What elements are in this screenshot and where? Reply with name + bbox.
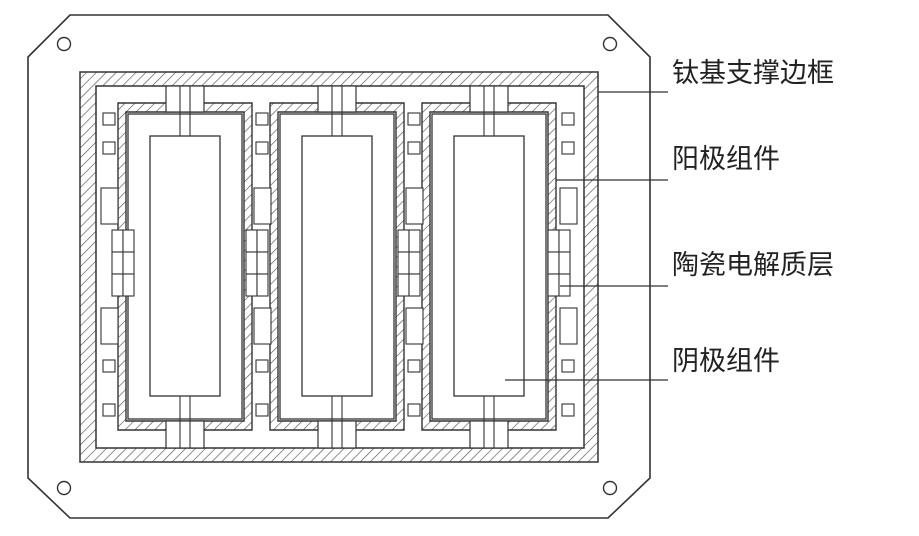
spacer-small-1-2 bbox=[103, 142, 115, 154]
insulator-block-2-3-2 bbox=[257, 274, 268, 296]
spacer-small-3-1 bbox=[408, 113, 420, 125]
spacer-small-2-1 bbox=[256, 113, 268, 125]
spacer-small-2-4 bbox=[256, 404, 268, 416]
spacer-small-2-2 bbox=[256, 142, 268, 154]
spacer-small-3-3 bbox=[408, 360, 420, 372]
spacer-small-4-4 bbox=[562, 404, 574, 416]
bottom-connector-1 bbox=[166, 421, 204, 448]
spacer-upper-4 bbox=[560, 188, 577, 224]
spacer-small-1-3 bbox=[103, 360, 115, 372]
cell-units bbox=[101, 86, 577, 448]
spacer-upper-1 bbox=[101, 188, 118, 224]
cathode-assembly-3 bbox=[454, 136, 524, 396]
bottom-connector-3 bbox=[470, 421, 508, 448]
insulator-block-4-2-2 bbox=[559, 252, 570, 274]
insulator-block-1-2-2 bbox=[123, 252, 134, 274]
bottom-connector-2 bbox=[318, 421, 356, 448]
insulator-block-3-2-2 bbox=[409, 252, 420, 274]
insulator-block-4-2-1 bbox=[548, 252, 559, 274]
mounting-hole-top-left bbox=[58, 38, 71, 51]
top-connector-1 bbox=[166, 86, 204, 112]
insulator-block-2-3-1 bbox=[246, 274, 257, 296]
cathode-assembly-1 bbox=[150, 136, 220, 396]
insulator-block-3-3-1 bbox=[398, 274, 409, 296]
mounting-hole-bottom-left bbox=[58, 482, 71, 495]
spacer-lower-4 bbox=[560, 308, 577, 344]
spacer-lower-1 bbox=[101, 308, 118, 344]
top-connector-3 bbox=[470, 86, 508, 112]
mounting-hole-top-right bbox=[604, 38, 617, 51]
spacer-small-3-4 bbox=[408, 404, 420, 416]
spacer-small-4-3 bbox=[562, 360, 574, 372]
insulator-block-3-3-2 bbox=[409, 274, 420, 296]
insulator-block-3-1-1 bbox=[398, 230, 409, 252]
spacer-lower-2 bbox=[254, 308, 271, 344]
insulator-block-3-1-2 bbox=[409, 230, 420, 252]
insulator-block-1-2-1 bbox=[112, 252, 123, 274]
label-ceramic-electrolyte: 陶瓷电解质层 bbox=[672, 250, 834, 281]
spacer-small-1-4 bbox=[103, 404, 115, 416]
spacer-small-4-1 bbox=[562, 113, 574, 125]
insulator-block-4-3-1 bbox=[548, 274, 559, 296]
insulator-block-4-1-2 bbox=[559, 230, 570, 252]
insulator-block-1-3-1 bbox=[112, 274, 123, 296]
label-titanium-frame: 钛基支撑边框 bbox=[672, 58, 834, 89]
insulator-block-2-1-1 bbox=[246, 230, 257, 252]
spacer-upper-2 bbox=[254, 188, 271, 224]
spacer-lower-3 bbox=[406, 308, 423, 344]
insulator-block-4-3-2 bbox=[559, 274, 570, 296]
insulator-block-1-1-1 bbox=[112, 230, 123, 252]
spacer-small-1-1 bbox=[103, 113, 115, 125]
mounting-hole-bottom-right bbox=[604, 482, 617, 495]
insulator-block-4-1-1 bbox=[548, 230, 559, 252]
top-connector-2 bbox=[318, 86, 356, 112]
insulator-block-2-2-2 bbox=[257, 252, 268, 274]
spacer-small-4-2 bbox=[562, 142, 574, 154]
insulator-block-1-1-2 bbox=[123, 230, 134, 252]
insulator-block-2-1-2 bbox=[257, 230, 268, 252]
insulator-block-3-2-1 bbox=[398, 252, 409, 274]
label-cathode: 阴极组件 bbox=[672, 346, 780, 377]
cathode-assembly-2 bbox=[302, 136, 372, 396]
label-anode: 阳极组件 bbox=[672, 144, 780, 175]
insulator-block-1-3-2 bbox=[123, 274, 134, 296]
spacer-small-3-2 bbox=[408, 142, 420, 154]
spacer-upper-3 bbox=[406, 188, 423, 224]
spacer-small-2-3 bbox=[256, 360, 268, 372]
insulator-block-2-2-1 bbox=[246, 252, 257, 274]
